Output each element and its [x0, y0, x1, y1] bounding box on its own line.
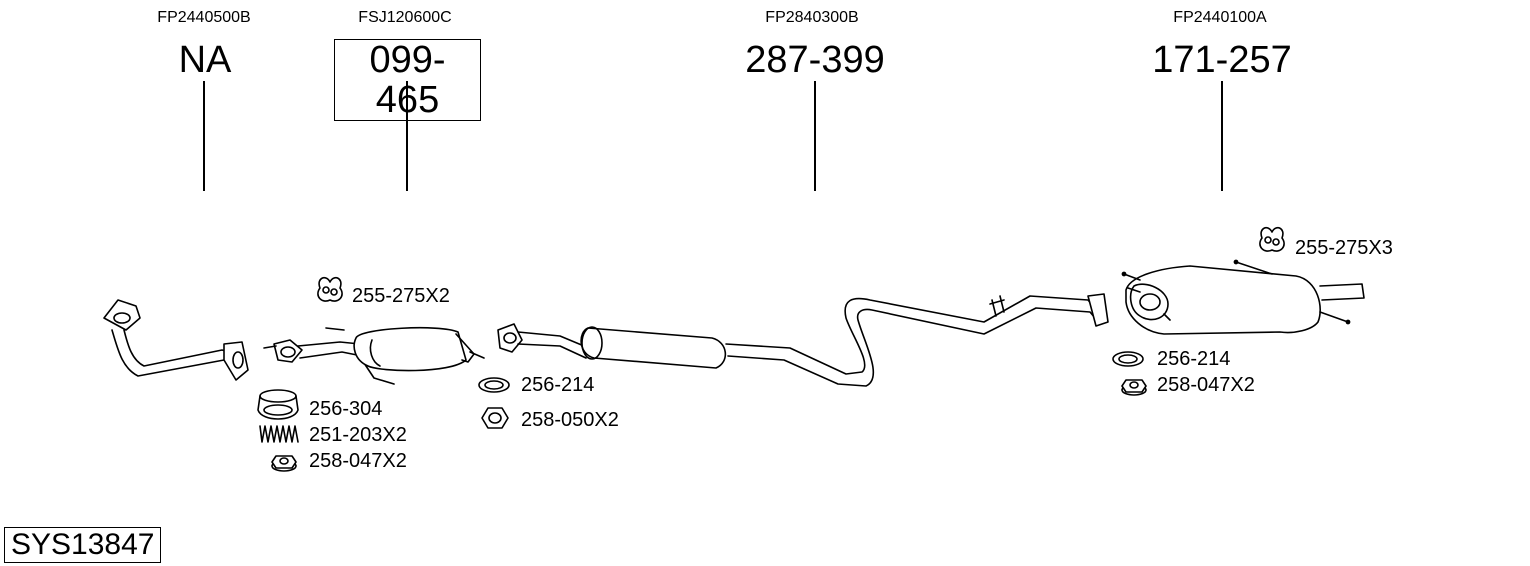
accessory-label-spring: 251-203X2: [309, 424, 407, 446]
oem-code-catalyst: FSJ120600C: [358, 9, 452, 26]
accessory-label-hex-nut: 258-050X2: [521, 409, 619, 431]
front-pipe-drawing: [103, 299, 249, 381]
part-number-catalyst: 099-465: [334, 39, 481, 121]
oem-code-middle-silencer: FP2840300B: [765, 9, 859, 26]
accessory-label-cone-gasket: 256-304: [309, 398, 383, 420]
hex-nut-icon: [481, 407, 509, 429]
accessory-label-nut-rear: 258-047X2: [1157, 374, 1255, 396]
leader-line-catalyst: [406, 81, 408, 191]
leader-line-middle-silencer: [814, 81, 816, 191]
ring-gasket-icon: [1112, 351, 1144, 367]
rubber-hanger-icon: [317, 276, 343, 302]
accessory-label-ring-gasket-rear: 256-214: [1157, 348, 1231, 370]
catalyst-drawing: [263, 326, 485, 385]
system-code: SYS13847: [4, 527, 162, 563]
accessory-label-nut: 258-047X2: [309, 450, 407, 472]
accessory-label-hanger-rear: 255-275X3: [1295, 237, 1393, 259]
spring-icon: [259, 425, 299, 443]
middle-silencer-drawing: [497, 293, 1109, 387]
leader-line-front-pipe: [203, 81, 205, 191]
rear-silencer-drawing: [1121, 259, 1365, 335]
cone-gasket-icon: [257, 389, 299, 420]
rubber-hanger-icon: [1259, 226, 1285, 252]
flange-nut-icon: [271, 455, 297, 472]
part-number-middle-silencer: 287-399: [745, 39, 885, 81]
accessory-label-ring-gasket: 256-214: [521, 374, 595, 396]
part-number-front-pipe: NA: [178, 39, 232, 81]
oem-code-rear-silencer: FP2440100A: [1173, 9, 1267, 26]
part-number-rear-silencer: 171-257: [1152, 39, 1292, 81]
leader-line-rear-silencer: [1221, 81, 1223, 191]
ring-gasket-icon: [478, 377, 510, 393]
accessory-label-hanger: 255-275X2: [352, 285, 450, 307]
oem-code-front-pipe: FP2440500B: [157, 9, 251, 26]
flange-nut-icon: [1121, 379, 1147, 396]
